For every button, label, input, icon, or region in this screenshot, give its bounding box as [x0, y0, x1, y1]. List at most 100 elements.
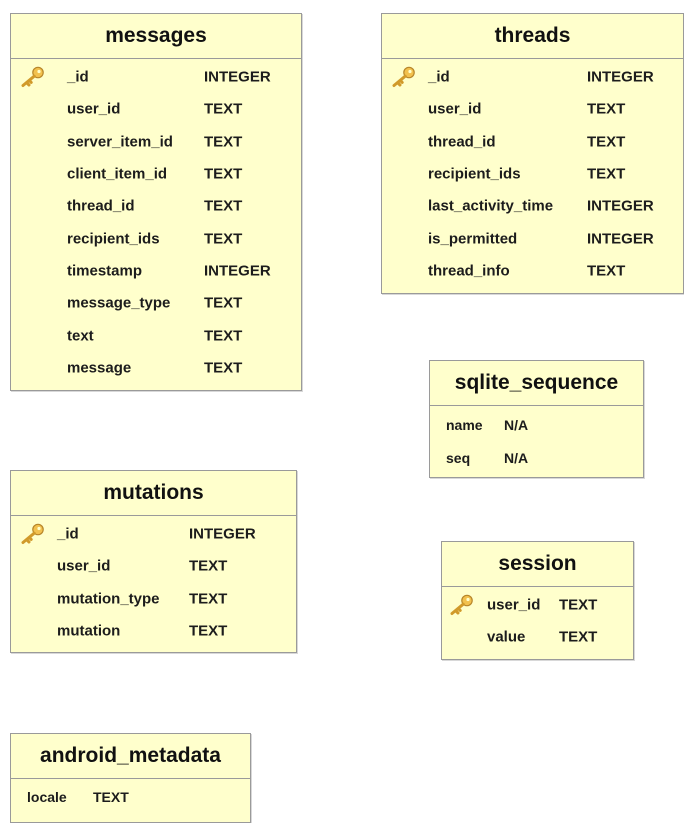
- column-type: INTEGER: [587, 197, 654, 215]
- column-name: _id: [67, 68, 89, 86]
- column-type: TEXT: [204, 294, 243, 312]
- column-name: value: [487, 628, 526, 646]
- column-row[interactable]: recipient_ids TEXT: [382, 158, 683, 190]
- column-type: TEXT: [204, 165, 243, 183]
- column-type: TEXT: [204, 197, 243, 215]
- column-type: TEXT: [204, 230, 243, 248]
- column-row[interactable]: _id INTEGER: [382, 61, 683, 93]
- column-name: recipient_ids: [67, 230, 160, 248]
- column-row[interactable]: value TEXT: [442, 621, 633, 653]
- column-type: INTEGER: [204, 262, 271, 280]
- column-type: TEXT: [587, 165, 626, 183]
- column-name: message_type: [67, 294, 171, 312]
- column-name: server_item_id: [67, 133, 173, 151]
- column-type: N/A: [504, 416, 529, 433]
- column-name: message: [67, 359, 132, 377]
- column-type: INTEGER: [587, 68, 654, 86]
- column-type: TEXT: [559, 628, 598, 646]
- column-type: TEXT: [189, 557, 228, 575]
- column-row[interactable]: user_id TEXT: [11, 93, 301, 125]
- column-type: TEXT: [587, 133, 626, 151]
- column-row[interactable]: thread_info TEXT: [382, 255, 683, 287]
- column-row[interactable]: thread_id TEXT: [382, 126, 683, 158]
- column-name: thread_id: [428, 133, 496, 151]
- column-list: locale TEXT: [11, 779, 250, 813]
- column-name: client_item_id: [67, 165, 168, 183]
- table-title: sqlite_sequence: [430, 361, 643, 406]
- column-row[interactable]: mutation_type TEXT: [11, 583, 296, 615]
- table-title: messages: [11, 14, 301, 59]
- column-row[interactable]: _id INTEGER: [11, 518, 296, 550]
- table-android-metadata[interactable]: android_metadata locale TEXT: [10, 733, 251, 823]
- column-name: name: [446, 416, 483, 433]
- column-type: TEXT: [204, 100, 243, 118]
- table-title: session: [442, 542, 633, 587]
- column-row[interactable]: thread_id TEXT: [11, 190, 301, 222]
- column-name: mutation: [57, 622, 121, 640]
- column-name: user_id: [428, 100, 482, 118]
- column-row[interactable]: recipient_ids TEXT: [11, 222, 301, 254]
- column-type: TEXT: [189, 622, 228, 640]
- column-name: user_id: [487, 596, 541, 614]
- column-row[interactable]: is_permitted INTEGER: [382, 222, 683, 254]
- column-type: N/A: [504, 449, 529, 466]
- column-row[interactable]: message_type TEXT: [11, 287, 301, 319]
- column-type: TEXT: [93, 789, 129, 806]
- column-type: TEXT: [587, 262, 626, 280]
- column-type: TEXT: [189, 590, 228, 608]
- column-name: user_id: [57, 557, 111, 575]
- column-row[interactable]: last_activity_time INTEGER: [382, 190, 683, 222]
- column-type: TEXT: [204, 359, 243, 377]
- column-name: thread_info: [428, 262, 510, 280]
- column-type: TEXT: [204, 133, 243, 151]
- primary-key-icon: [390, 66, 416, 88]
- column-row[interactable]: message TEXT: [11, 352, 301, 384]
- column-type: INTEGER: [204, 68, 271, 86]
- column-row[interactable]: user_id TEXT: [442, 589, 633, 621]
- column-type: INTEGER: [189, 525, 256, 543]
- column-row[interactable]: name N/A: [430, 408, 643, 441]
- primary-key-icon: [448, 594, 474, 616]
- column-row[interactable]: mutation TEXT: [11, 615, 296, 647]
- column-row[interactable]: locale TEXT: [11, 781, 250, 813]
- column-row[interactable]: seq N/A: [430, 441, 643, 474]
- table-title: android_metadata: [11, 734, 250, 779]
- column-row[interactable]: client_item_id TEXT: [11, 158, 301, 190]
- primary-key-icon: [19, 66, 45, 88]
- column-name: thread_id: [67, 197, 135, 215]
- column-row[interactable]: user_id TEXT: [382, 93, 683, 125]
- column-type: INTEGER: [587, 230, 654, 248]
- column-name: _id: [428, 68, 450, 86]
- primary-key-icon: [19, 523, 45, 545]
- column-name: text: [67, 327, 94, 345]
- column-name: mutation_type: [57, 590, 160, 608]
- column-name: _id: [57, 525, 79, 543]
- column-row[interactable]: user_id TEXT: [11, 550, 296, 582]
- column-type: TEXT: [204, 327, 243, 345]
- column-name: last_activity_time: [428, 197, 554, 215]
- column-row[interactable]: text TEXT: [11, 319, 301, 351]
- column-name: is_permitted: [428, 230, 518, 248]
- column-row[interactable]: _id INTEGER: [11, 61, 301, 93]
- column-name: recipient_ids: [428, 165, 521, 183]
- table-title: threads: [382, 14, 683, 59]
- column-name: user_id: [67, 100, 121, 118]
- column-row[interactable]: server_item_id TEXT: [11, 126, 301, 158]
- table-title: mutations: [11, 471, 296, 516]
- column-name: locale: [27, 789, 67, 806]
- column-row[interactable]: timestamp INTEGER: [11, 255, 301, 287]
- column-name: timestamp: [67, 262, 143, 280]
- column-type: TEXT: [559, 596, 598, 614]
- column-type: TEXT: [587, 100, 626, 118]
- column-name: seq: [446, 449, 471, 466]
